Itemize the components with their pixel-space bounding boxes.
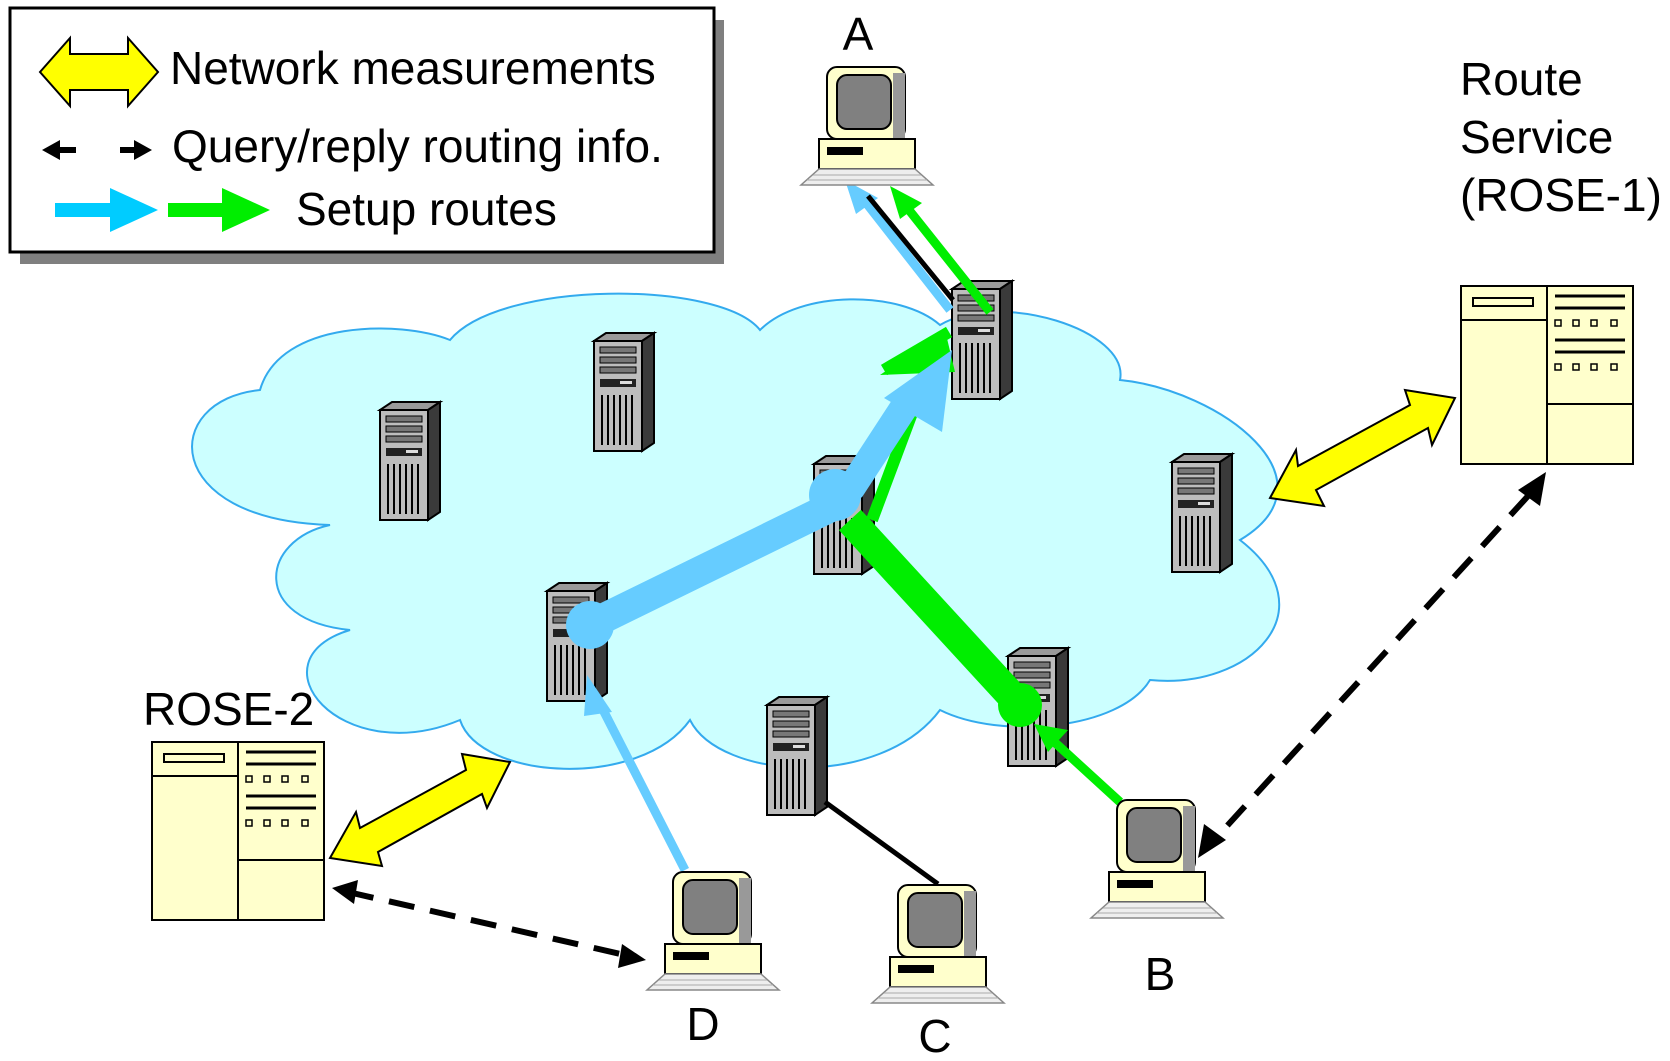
computer-d-icon bbox=[646, 871, 780, 991]
blue-setup-route bbox=[566, 350, 952, 873]
server-icon bbox=[593, 332, 655, 452]
link-line bbox=[823, 799, 940, 887]
server-icon bbox=[766, 696, 828, 816]
blue-green-arrows-icon bbox=[55, 188, 270, 232]
server-icon bbox=[379, 401, 441, 521]
rose-1-label-line2: Service bbox=[1460, 111, 1613, 163]
legend-label-query: Query/reply routing info. bbox=[172, 120, 663, 172]
node-d-label: D bbox=[686, 998, 719, 1050]
black-dashed-double-arrow-icon bbox=[42, 140, 152, 160]
node-b-label: B bbox=[1145, 948, 1176, 1000]
rose-1-label-line3: (ROSE-1) bbox=[1460, 169, 1662, 221]
legend: Network measurements Query/reply routing… bbox=[8, 6, 724, 264]
computer-b-icon bbox=[1090, 799, 1224, 919]
network-cloud bbox=[191, 292, 1281, 770]
rose-1-label-line1: Route bbox=[1460, 53, 1583, 105]
rose-1-rack-icon bbox=[1459, 284, 1635, 466]
rose-2-rack-icon bbox=[150, 740, 326, 922]
computer-a-icon bbox=[800, 66, 934, 186]
node-a-label: A bbox=[843, 8, 874, 60]
computer-c-icon bbox=[871, 884, 1005, 1004]
server-icon bbox=[1171, 453, 1233, 573]
legend-label-measurements: Network measurements bbox=[170, 42, 656, 94]
legend-label-setup: Setup routes bbox=[296, 183, 557, 235]
measurement-arrow-rose-2 bbox=[328, 752, 512, 868]
query-reply-arrow-rose-2 bbox=[332, 880, 646, 968]
measurement-arrow-rose-1 bbox=[1268, 388, 1457, 508]
node-c-label: C bbox=[918, 1010, 951, 1061]
green-setup-route bbox=[838, 326, 1124, 806]
yellow-double-arrow-icon bbox=[38, 35, 160, 109]
rose-2-label: ROSE-2 bbox=[143, 683, 314, 735]
query-reply-arrow-rose-1 bbox=[1198, 472, 1546, 858]
